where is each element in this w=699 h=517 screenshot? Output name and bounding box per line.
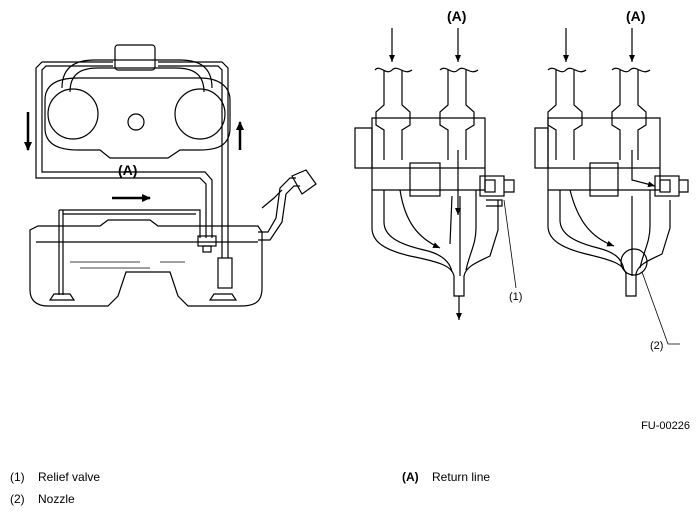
label-a-right: (A)	[626, 8, 645, 24]
legend-item-1: (1) Relief valve	[10, 470, 100, 484]
legend-text-2: Nozzle	[38, 492, 75, 506]
legend-item-2: (2) Nozzle	[10, 492, 75, 506]
legend-text-1: Relief valve	[38, 470, 101, 484]
legend-text-a: Return line	[432, 470, 491, 484]
label-a-left: (A)	[118, 162, 137, 178]
fuel-lines	[35, 61, 229, 295]
figure-code: FU-00226	[641, 420, 690, 432]
label-a-middle: (A)	[447, 8, 466, 24]
legend-num-a: (A)	[402, 470, 419, 484]
engine-and-tank-view	[24, 44, 317, 307]
legend-item-a: (A) Return line	[402, 470, 490, 484]
flow-arrow-curve	[399, 189, 441, 249]
injector-view-relief	[354, 28, 517, 320]
filler-neck	[258, 169, 317, 241]
legend-num-1: (1)	[10, 470, 25, 484]
injector-view-nozzle	[534, 28, 689, 345]
callout-1: (1)	[509, 291, 522, 303]
fuel-tank	[29, 219, 263, 307]
engine-block	[44, 44, 231, 159]
nozzle-circle	[620, 248, 648, 276]
legend-num-2: (2)	[10, 492, 25, 506]
callout-2: (2)	[650, 340, 663, 352]
relief-valve	[479, 175, 515, 207]
